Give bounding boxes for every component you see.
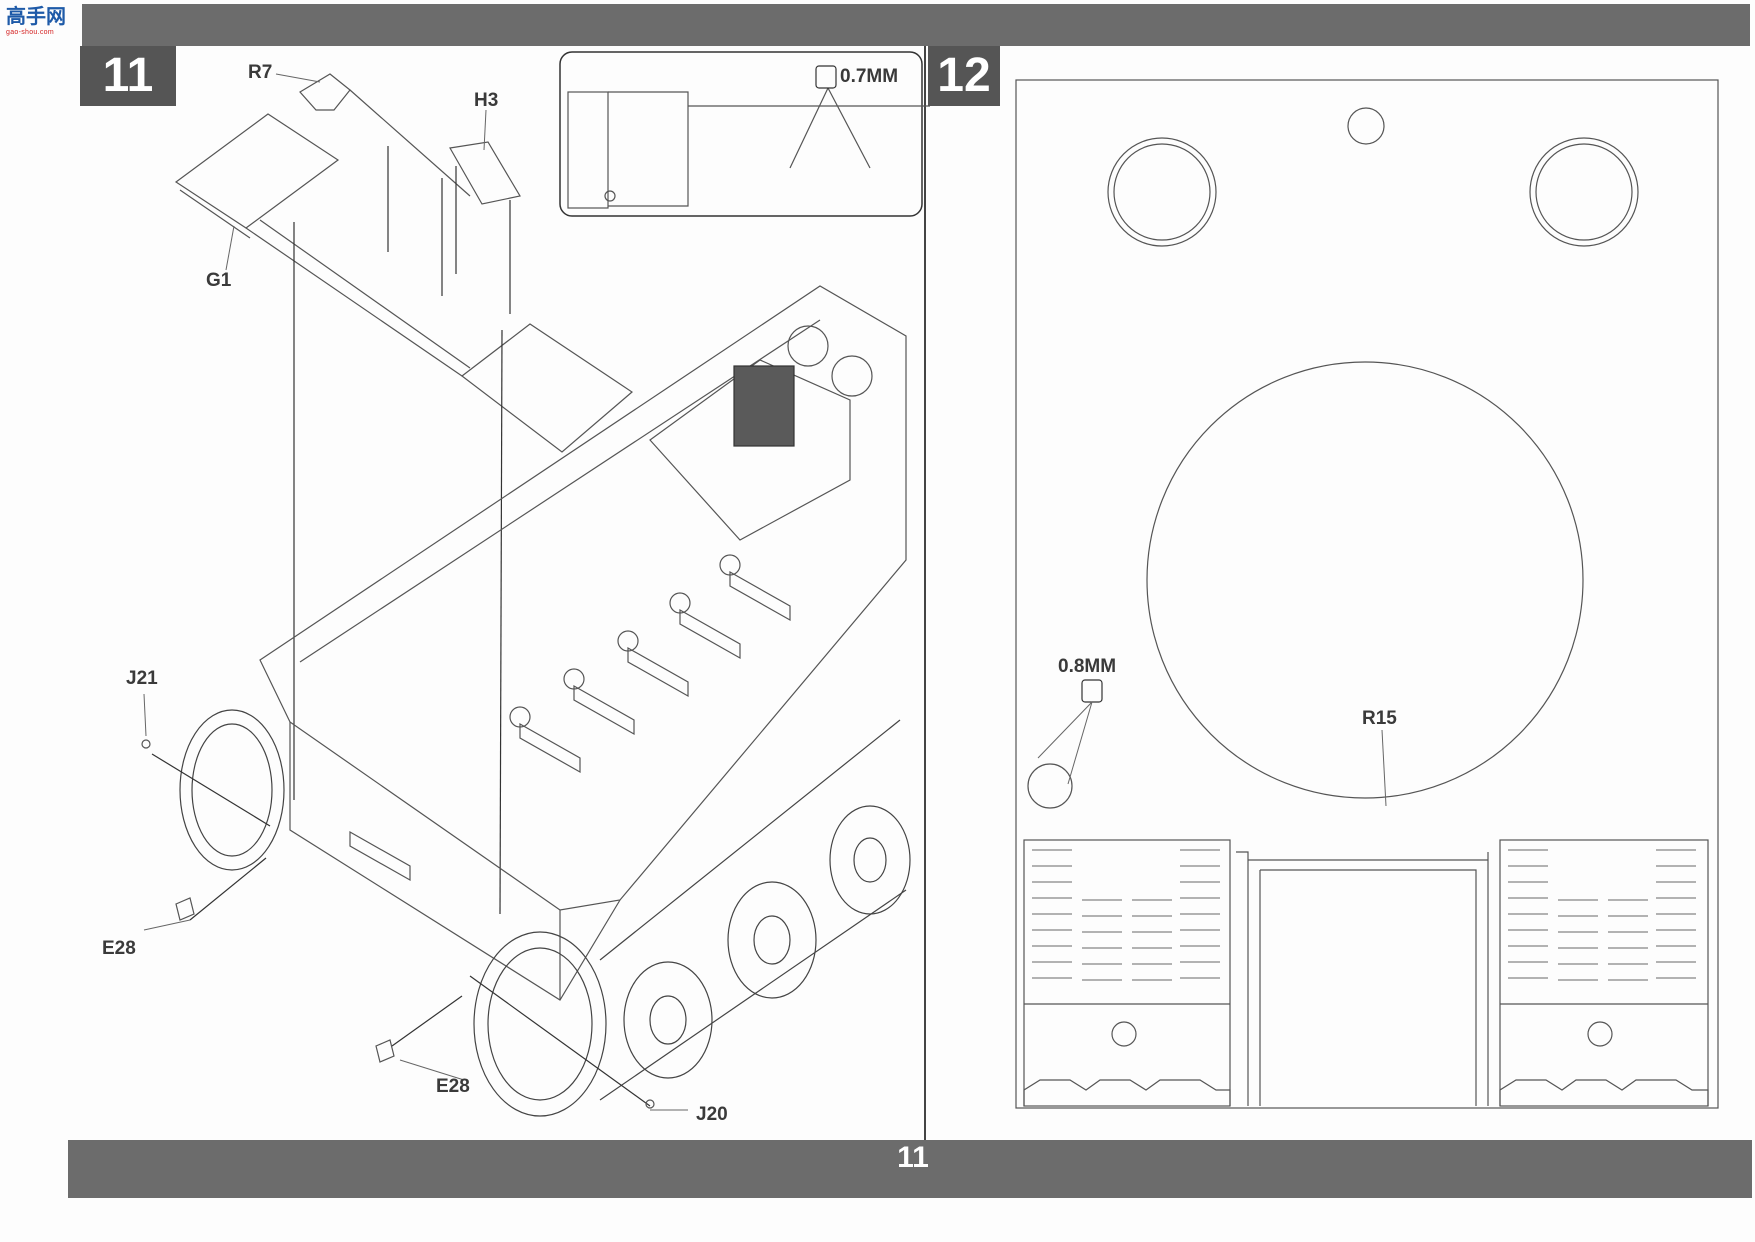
top-banner xyxy=(82,4,1750,46)
part-label-g1: G1 xyxy=(206,270,232,291)
drill-icon-0-8 xyxy=(1081,679,1103,703)
panel-divider xyxy=(924,46,926,1140)
part-label-e28-left: E28 xyxy=(102,938,136,959)
drill-icon-0-7 xyxy=(815,65,837,89)
turret-ring xyxy=(1146,361,1584,799)
part-label-h3: H3 xyxy=(474,90,499,111)
hull-floor-plate-r15 xyxy=(1015,79,1719,1109)
inset-part xyxy=(567,91,609,209)
bracket-h3 xyxy=(449,141,521,205)
detail-inset xyxy=(559,51,923,217)
bottom-banner xyxy=(68,1140,1752,1198)
sprocket-right xyxy=(473,931,607,1117)
watermark-url: gao-shou.com xyxy=(6,29,54,36)
part-label-r7: R7 xyxy=(248,62,273,83)
deck-plate-g1 xyxy=(174,113,340,229)
page-number: 11 xyxy=(897,1141,929,1174)
deck-plate-rear xyxy=(461,323,633,453)
drain-plug xyxy=(1027,763,1073,809)
road-wheel xyxy=(727,881,817,999)
step-11-badge: 11 xyxy=(80,46,176,106)
sprocket-left xyxy=(179,709,285,871)
drill-size-label-step-12: 0.8MM xyxy=(1058,656,1117,677)
watermark-logo-mark: 高手网 xyxy=(6,6,66,28)
part-label-e28-right: E28 xyxy=(436,1076,470,1097)
part-j21 xyxy=(141,739,151,749)
part-label-j21: J21 xyxy=(126,668,158,689)
part-e28-right xyxy=(375,1039,395,1063)
road-wheel xyxy=(623,961,713,1079)
part-label-j20: J20 xyxy=(696,1104,728,1125)
part-j20 xyxy=(645,1099,655,1109)
part-e28-left xyxy=(175,897,195,921)
road-wheel xyxy=(829,805,911,915)
drill-size-label-step-11: 0.7MM xyxy=(840,66,899,87)
step-12-badge: 12 xyxy=(928,46,1000,106)
hull-body xyxy=(259,285,907,911)
rear-grill-right xyxy=(1499,839,1709,1107)
radiator xyxy=(733,365,795,447)
rear-grill-left xyxy=(1023,839,1231,1107)
shovel-r7 xyxy=(299,73,351,111)
part-label-r15: R15 xyxy=(1362,708,1397,729)
watermark-logo: 高手网 gao-shou.com xyxy=(6,6,68,40)
floor-hatch-right xyxy=(1529,137,1639,247)
floor-hatch-left xyxy=(1107,137,1217,247)
